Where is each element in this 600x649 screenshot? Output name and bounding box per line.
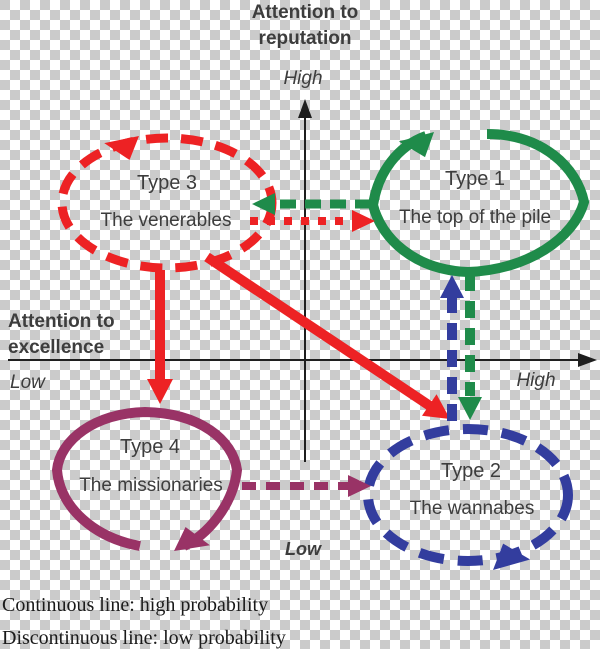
reputation-axis-title-line1: Attention to bbox=[252, 2, 359, 23]
legend-continuous-line: Continuous line: high probability bbox=[2, 594, 268, 616]
type2-loop bbox=[363, 424, 573, 570]
type1-loop-arrowhead-icon bbox=[398, 132, 434, 158]
arrow-type1-to-type2 bbox=[458, 274, 482, 420]
reputation-axis-title-line2: reputation bbox=[259, 28, 352, 49]
arrow-type3-to-type4 bbox=[147, 270, 173, 404]
arrow-type3-to-type1-head-icon bbox=[352, 210, 375, 232]
excellence-low-label: Low bbox=[10, 372, 46, 393]
legend-discontinuous-line: Discontinuous line: low probability bbox=[2, 627, 286, 649]
horizontal-axis bbox=[8, 353, 597, 367]
arrow-type3-to-type4-head-icon bbox=[147, 379, 173, 404]
type2-title: Type 2 bbox=[441, 460, 501, 482]
vertical-axis-arrowhead-icon bbox=[298, 99, 312, 118]
type2-subtitle: The wannabes bbox=[410, 498, 535, 519]
type3-title: Type 3 bbox=[137, 172, 197, 194]
arrow-type1-to-type3 bbox=[252, 193, 371, 215]
reputation-high-label: High bbox=[283, 68, 322, 89]
excellence-axis-title-line1: Attention to bbox=[8, 311, 115, 332]
vertical-axis bbox=[298, 99, 312, 462]
type1-subtitle: The top of the pile bbox=[399, 207, 551, 228]
arrow-type4-to-type2-head-icon bbox=[348, 475, 371, 497]
type2-loop-arrowhead-icon bbox=[493, 543, 531, 570]
arrow-type3-to-type2 bbox=[204, 252, 450, 419]
type3-subtitle: The venerables bbox=[101, 210, 232, 231]
arrow-type1-to-type2-head-icon bbox=[458, 397, 482, 420]
excellence-high-label: High bbox=[516, 370, 555, 391]
type4-subtitle: The missionaries bbox=[79, 475, 223, 496]
type1-loop bbox=[367, 129, 590, 278]
reputation-low-label: Low bbox=[285, 539, 322, 559]
type4-loop-arrowhead-icon bbox=[174, 527, 210, 551]
arrow-type3-to-type2-head-icon bbox=[422, 394, 450, 419]
arrow-type2-to-type1-head-icon bbox=[440, 275, 464, 298]
excellence-axis-title-line2: excellence bbox=[8, 337, 104, 358]
type3-loop bbox=[57, 133, 277, 273]
arrow-type4-to-type2 bbox=[242, 475, 371, 497]
horizontal-axis-arrowhead-icon bbox=[578, 353, 597, 367]
type4-loop bbox=[51, 406, 243, 551]
type4-title: Type 4 bbox=[120, 436, 180, 458]
arrow-type1-to-type3-head-icon bbox=[252, 193, 275, 215]
type1-title: Type 1 bbox=[445, 168, 505, 190]
arrow-type3-to-type1 bbox=[250, 210, 375, 232]
type3-loop-arrowhead-icon bbox=[104, 136, 139, 161]
arrow-type2-to-type1 bbox=[440, 275, 464, 421]
